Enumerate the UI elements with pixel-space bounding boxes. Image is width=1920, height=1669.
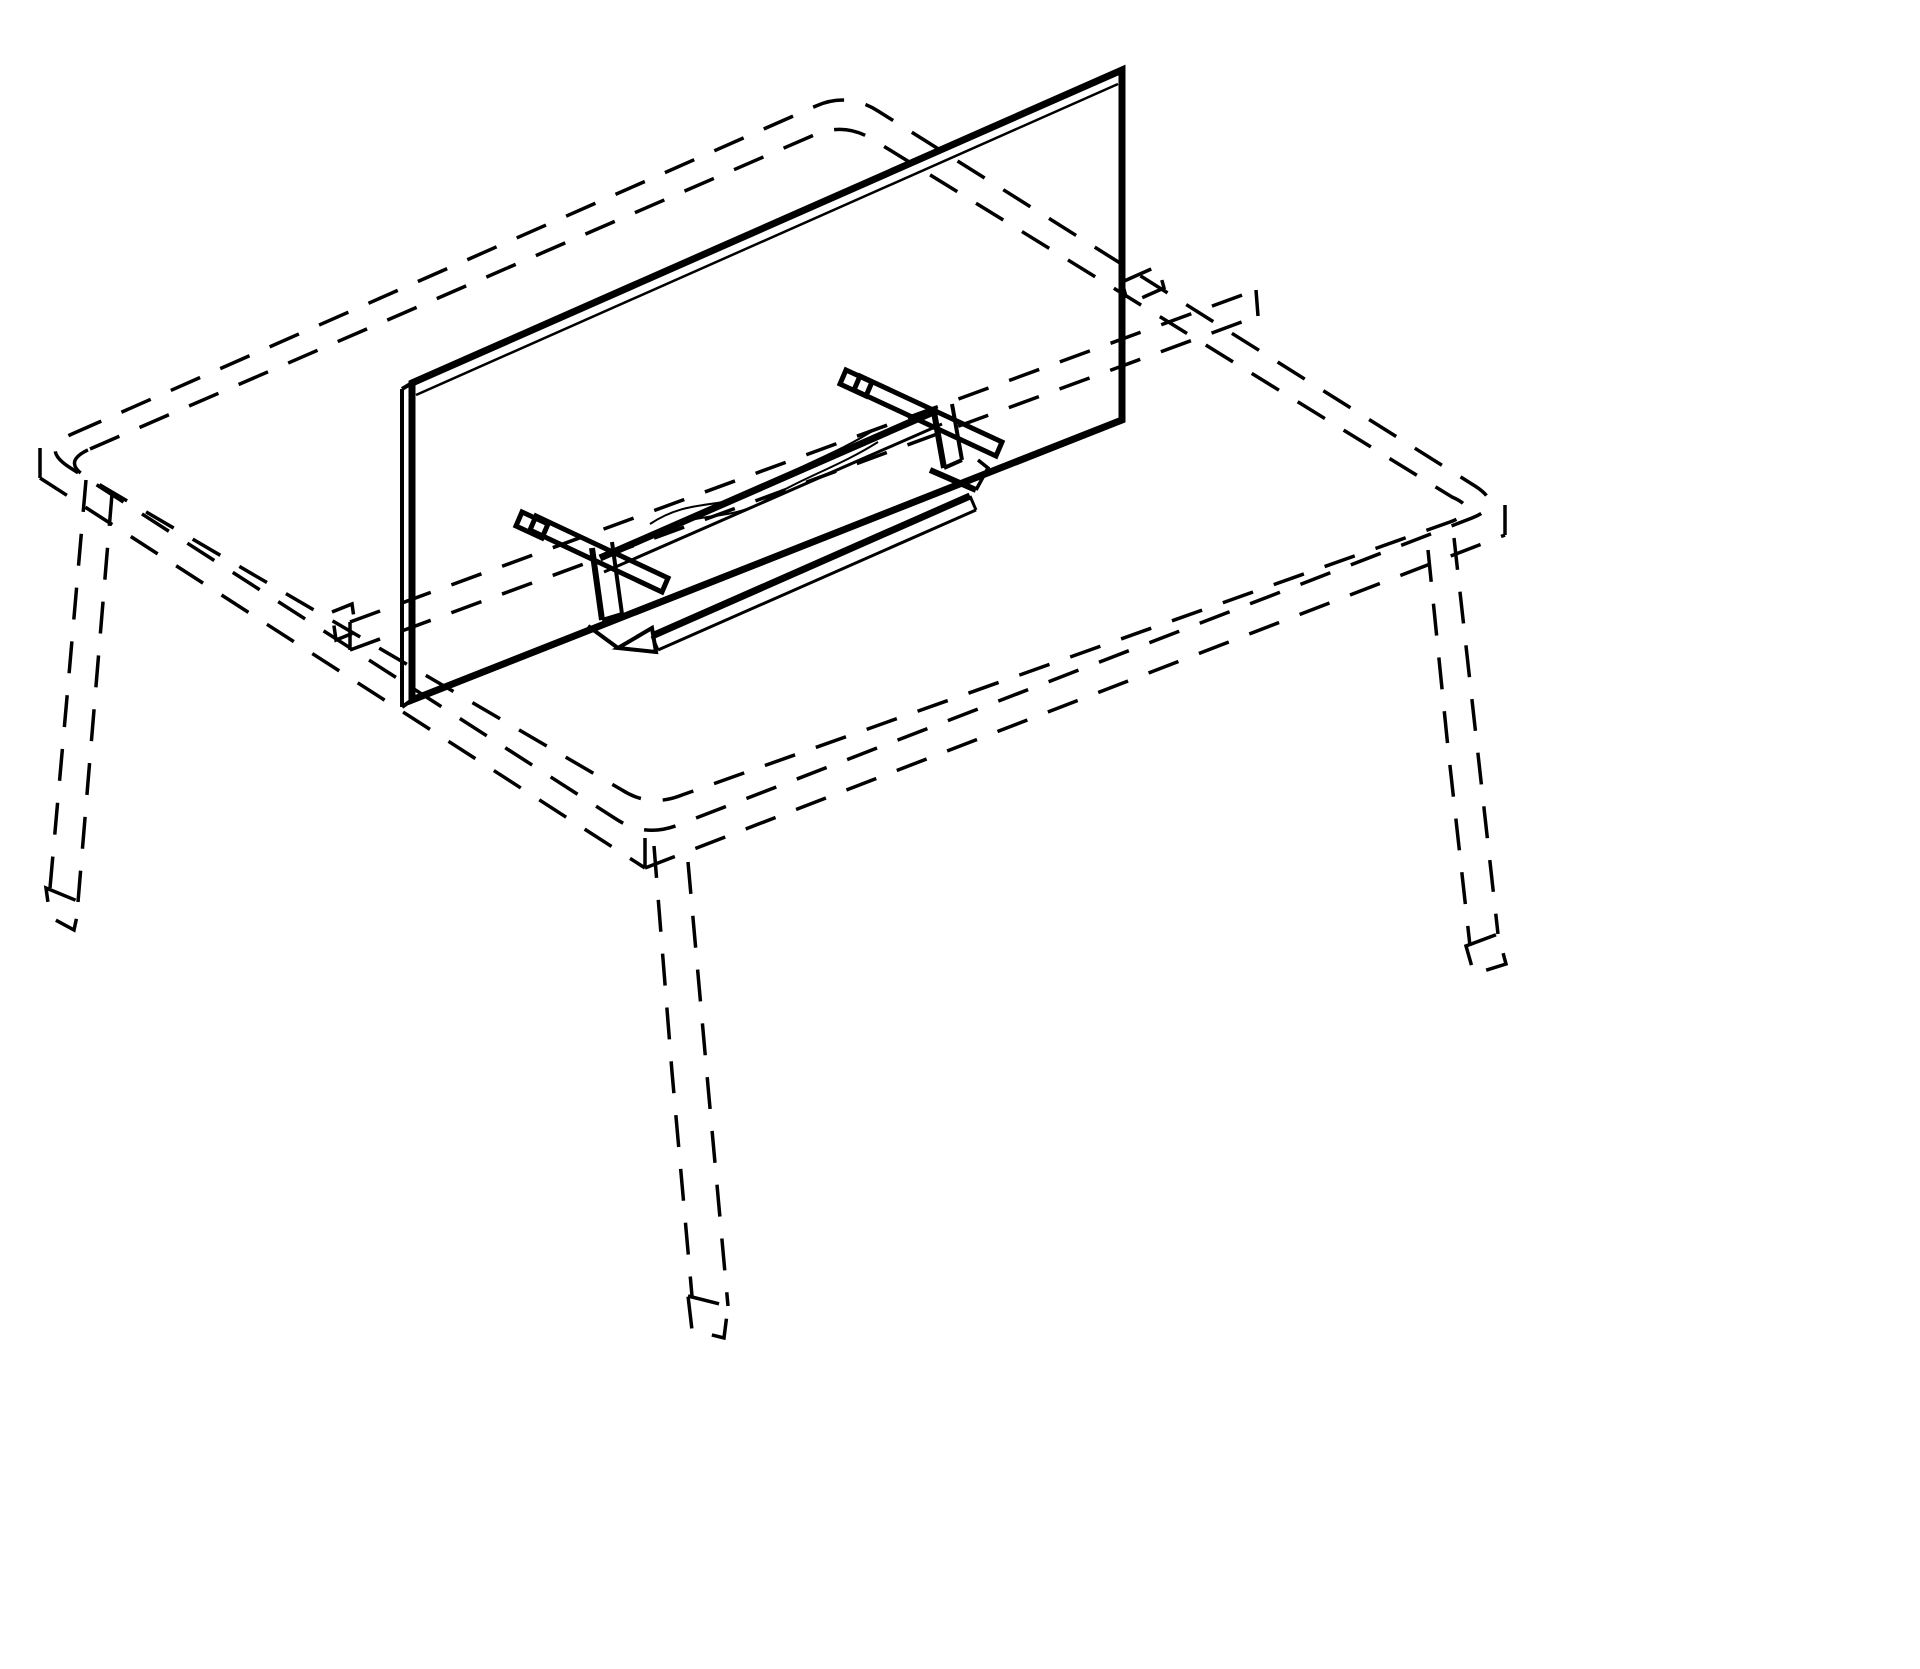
leg-left-foot xyxy=(43,885,83,933)
cable-routing xyxy=(649,429,879,537)
desk-under-beam xyxy=(330,263,1260,652)
bottom-rail-lower-line xyxy=(657,508,977,652)
cable-line-upper xyxy=(649,429,875,525)
panel-top-inner-line xyxy=(415,82,1119,397)
beam-left-end-cap xyxy=(330,601,358,643)
mounting-bracket-assembly xyxy=(512,366,1006,655)
leg-front-foot xyxy=(685,1293,730,1341)
desk-leg-front xyxy=(652,845,730,1341)
desk-leg-left xyxy=(43,479,114,933)
panel-left-thickness-edge xyxy=(400,381,414,709)
left-clamp-bracket xyxy=(512,508,672,655)
desk-top-bottom-edge xyxy=(38,448,1507,870)
cable-line-lower xyxy=(653,441,879,537)
left-clamp-post xyxy=(589,547,605,621)
right-clamp-post xyxy=(931,411,947,469)
top-rail-lower-line xyxy=(603,422,943,574)
privacy-screen-panel xyxy=(400,64,1126,709)
bottom-rail xyxy=(650,492,972,640)
right-clamp-foot xyxy=(928,467,978,493)
left-clamp-end-cap xyxy=(512,508,552,542)
right-clamp-bracket xyxy=(836,366,1006,493)
leg-right-lines xyxy=(1426,537,1500,947)
leg-left-lines xyxy=(48,479,114,903)
desk-leg-right xyxy=(1426,537,1509,977)
left-clamp-top-bar xyxy=(526,512,672,596)
left-clamp-post-back-line xyxy=(601,541,624,622)
right-clamp-foot-hook xyxy=(974,458,991,491)
desk-top-outer-edge xyxy=(53,98,1491,832)
left-clamp-foot xyxy=(586,624,659,655)
beam-right-bracket xyxy=(1119,263,1167,307)
desk-frame xyxy=(38,98,1509,1341)
leg-right-foot xyxy=(1463,931,1509,977)
leg-front-lines xyxy=(652,845,730,1307)
panel-outline xyxy=(408,64,1126,706)
right-clamp-end-cap xyxy=(836,366,876,400)
desk-top-inner-edge xyxy=(72,127,1469,803)
right-clamp-post-back-line xyxy=(943,403,964,470)
